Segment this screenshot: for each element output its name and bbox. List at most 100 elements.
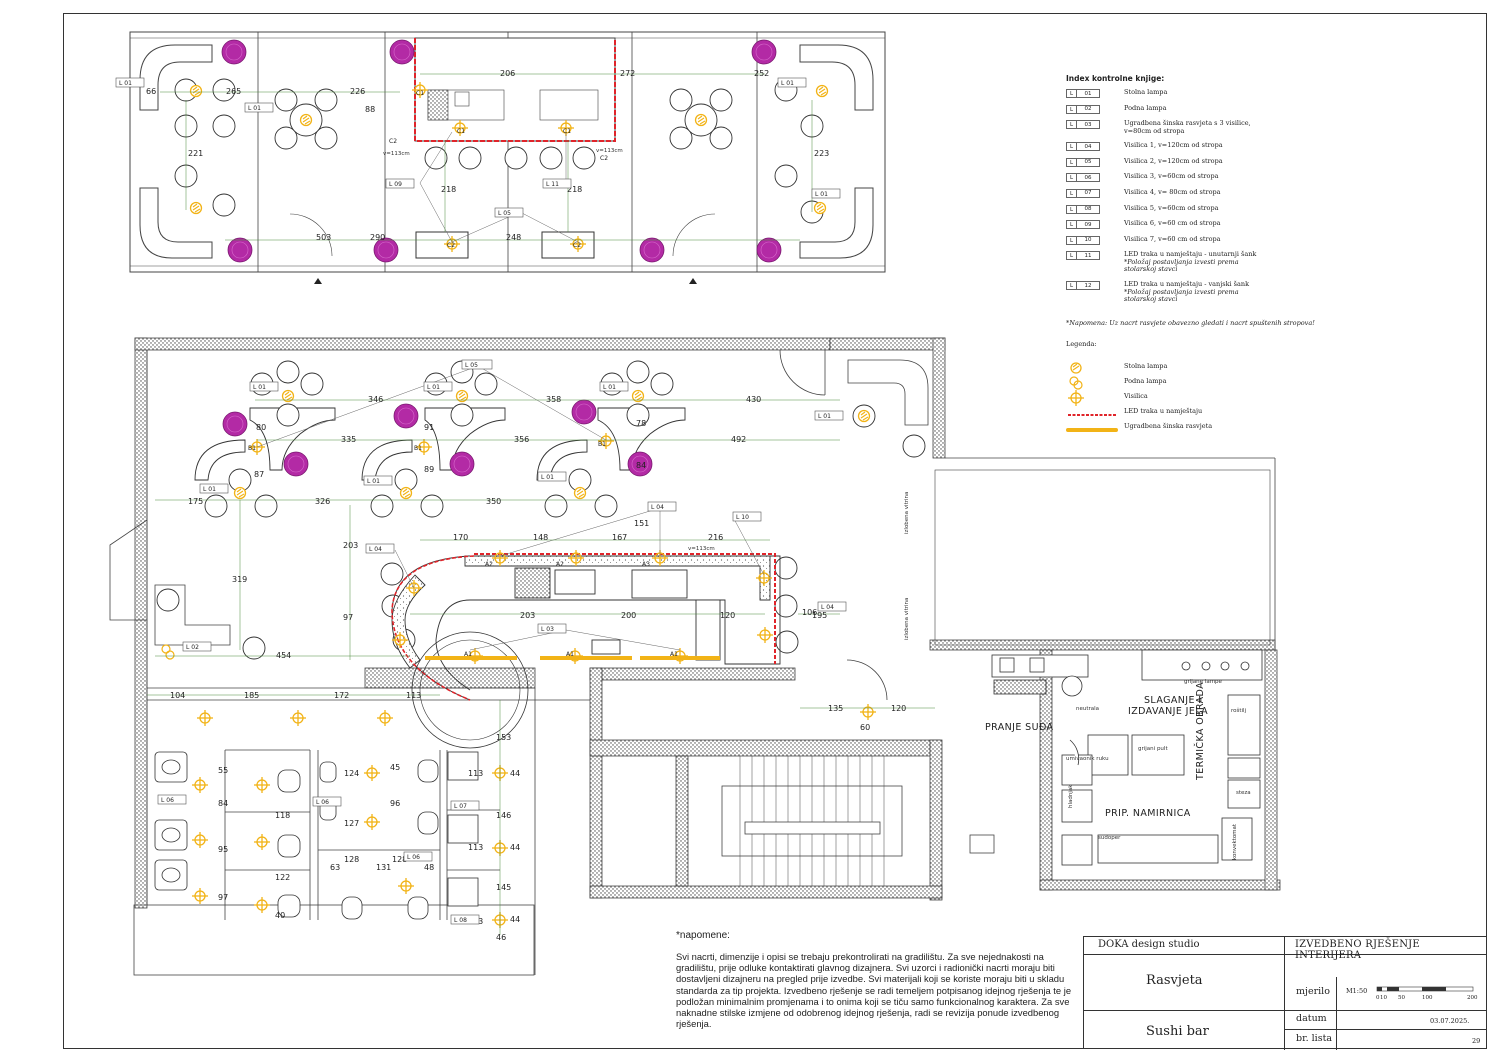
dimension-labels-top: 206 272 252 66 265 226 88 221 218 218 22…	[146, 69, 829, 249]
sheet-label: br. lista	[1296, 1033, 1333, 1044]
svg-text:78: 78	[636, 419, 646, 428]
svg-text:113: 113	[468, 843, 483, 852]
svg-text:120: 120	[891, 704, 906, 713]
svg-text:L 01: L 01	[203, 486, 216, 493]
svg-text:89: 89	[424, 465, 434, 474]
svg-text:97: 97	[343, 613, 353, 622]
svg-text:A3: A3	[642, 561, 650, 568]
floor-lamp-icon	[1069, 375, 1083, 390]
svg-text:120: 120	[720, 611, 735, 620]
object-name: Sushi bar	[1146, 1024, 1209, 1039]
svg-text:113: 113	[468, 769, 483, 778]
svg-text:113: 113	[406, 691, 421, 700]
svg-text:L 01: L 01	[427, 384, 440, 391]
legend-item: Visilica	[1066, 388, 1326, 406]
svg-text:umivaonik ruku: umivaonik ruku	[1066, 756, 1109, 762]
title-block-header: DOKA design studio IZVEDBENO RJEŠENJE IN…	[1084, 937, 1487, 961]
svg-text:L 01: L 01	[818, 413, 831, 420]
svg-text:226: 226	[350, 87, 365, 96]
svg-text:grijane lampe: grijane lampe	[1184, 679, 1223, 685]
svg-text:C1: C1	[457, 128, 465, 135]
svg-text:87: 87	[254, 470, 264, 479]
svg-text:153: 153	[496, 733, 511, 742]
svg-text:248: 248	[506, 233, 521, 242]
svg-text:124: 124	[344, 769, 359, 778]
svg-text:175: 175	[188, 497, 203, 506]
svg-text:503: 503	[316, 233, 331, 242]
svg-text:L 01: L 01	[541, 474, 554, 481]
svg-text:128: 128	[392, 855, 407, 864]
svg-text:A1: A1	[566, 651, 574, 658]
led-strip-icon	[1068, 413, 1116, 416]
svg-text:44: 44	[510, 843, 520, 852]
kitchen-equipment	[991, 649, 1263, 866]
svg-text:L 01: L 01	[119, 80, 132, 87]
svg-text:131: 131	[376, 863, 391, 872]
drawing-sheet	[63, 13, 1487, 1049]
svg-text:L 04: L 04	[369, 546, 382, 553]
svg-text:195: 195	[812, 611, 827, 620]
svg-text:84: 84	[636, 461, 646, 470]
svg-text:steza: steza	[1236, 790, 1251, 796]
svg-text:L 04: L 04	[651, 504, 664, 511]
svg-text:50: 50	[1398, 995, 1405, 1001]
svg-text:430: 430	[746, 395, 761, 404]
legend-title: Legenda:	[1066, 340, 1097, 348]
svg-text:350: 350	[486, 497, 501, 506]
svg-text:C2: C2	[447, 242, 455, 249]
notes-body: Svi nacrti, dimenzije i opisi se trebaju…	[676, 951, 1072, 1030]
svg-text:L 05: L 05	[498, 210, 511, 217]
svg-text:252: 252	[754, 69, 769, 78]
svg-text:L 01: L 01	[253, 384, 266, 391]
svg-text:A1: A1	[464, 651, 472, 658]
notes-title: *napomene:	[676, 930, 730, 941]
svg-text:148: 148	[533, 533, 548, 542]
tag-labels-main: L 05 L 01 L 01 L 01 L 01 L 01 L 01 L 01 …	[161, 362, 834, 924]
svg-text:44: 44	[510, 915, 520, 924]
svg-text:356: 356	[514, 435, 529, 444]
tag-labels-top: L 05 L 09 L 11 L 01 L 01 L 01 L 01	[119, 80, 828, 217]
svg-text:358: 358	[546, 395, 561, 404]
svg-text:neutrala: neutrala	[1076, 706, 1099, 712]
svg-text:izlobena vitrina: izlobena vitrina	[904, 492, 910, 534]
scale-value: M1:50	[1346, 987, 1368, 995]
main-booths	[194, 407, 686, 481]
svg-text:L 06: L 06	[407, 854, 420, 861]
svg-text:200: 200	[621, 611, 636, 620]
table-lamp-icon	[1070, 361, 1082, 374]
svg-text:46: 46	[496, 933, 506, 942]
svg-text:TERMIČKA OBRADA: TERMIČKA OBRADA	[1194, 682, 1206, 781]
svg-text:B1: B1	[598, 441, 606, 448]
svg-text:izlobena vitrina: izlobena vitrina	[904, 598, 910, 640]
svg-text:223: 223	[814, 149, 829, 158]
svg-text:66: 66	[146, 87, 156, 96]
svg-text:IZDAVANJE JELA: IZDAVANJE JELA	[1128, 706, 1208, 717]
svg-text:95: 95	[218, 845, 228, 854]
svg-text:roštilj: roštilj	[1231, 707, 1247, 714]
svg-text:sudoper: sudoper	[1098, 835, 1121, 841]
svg-text:A2: A2	[556, 561, 564, 568]
dimension-labels-main: 346 358 430 335 356 492 175 326 350 170 …	[170, 395, 906, 942]
svg-text:konvektomat: konvektomat	[1232, 823, 1238, 860]
svg-text:L 11: L 11	[546, 181, 559, 188]
svg-text:B1: B1	[248, 445, 256, 452]
studio-name: DOKA design studio	[1098, 939, 1200, 950]
svg-text:L 03: L 03	[541, 626, 554, 633]
svg-text:L 07: L 07	[454, 803, 467, 810]
svg-text:v=113cm: v=113cm	[383, 151, 410, 157]
legend-item: LED traka u namještaju	[1066, 403, 1326, 418]
notes: *napomene: Svi nacrti, dimenzije i opisi…	[676, 930, 1081, 1029]
svg-text:172: 172	[334, 691, 349, 700]
top-plan	[129, 31, 886, 273]
svg-text:44: 44	[510, 769, 520, 778]
project-title: IZVEDBENO RJEŠENJE INTERIJERA	[1295, 939, 1420, 961]
